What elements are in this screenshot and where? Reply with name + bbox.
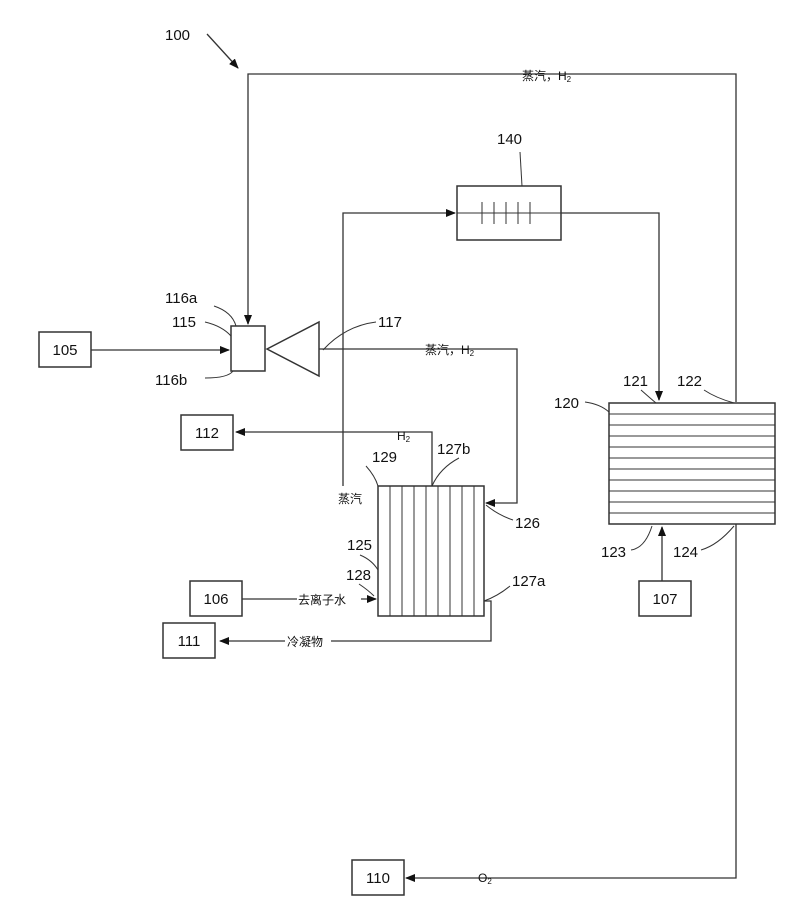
ref-120-leader — [585, 402, 609, 412]
heater-to-electrolyzer-line — [561, 213, 659, 400]
ref-128-leader — [359, 584, 374, 596]
ref-127a: 127a — [512, 573, 546, 590]
ref-117-leader — [323, 322, 376, 350]
ref-126: 126 — [515, 515, 540, 532]
node-112-label: 112 — [195, 425, 219, 442]
ref-116a-leader — [214, 306, 236, 326]
node-106-label: 106 — [203, 591, 228, 608]
heat-exchanger-125 — [378, 486, 484, 616]
figure-ref-arrow — [207, 34, 238, 68]
ref-117: 117 — [378, 314, 402, 331]
condensate-label: 冷凝物 — [287, 634, 323, 649]
deionized-water-label: 去离子水 — [298, 592, 346, 607]
electrolyzer-120 — [609, 403, 775, 524]
steam-h2-return-line — [319, 349, 517, 503]
ref-127a-leader — [484, 586, 510, 601]
ref-124-leader — [701, 526, 734, 550]
node-107-label: 107 — [652, 591, 677, 608]
ref-120: 120 — [554, 395, 579, 412]
ref-122: 122 — [677, 373, 702, 390]
node-105-label: 105 — [52, 342, 77, 359]
ref-116a: 116a — [165, 290, 198, 307]
steam-label: 蒸汽 — [338, 491, 362, 506]
ref-126-leader — [486, 505, 513, 520]
ejector-return-label: 蒸汽，H2 — [425, 342, 475, 358]
h2-out-label: H2 — [397, 429, 411, 444]
ref-140: 140 — [497, 131, 522, 148]
ref-121-leader — [641, 390, 656, 403]
figure-ref-label: 100 — [165, 27, 190, 44]
ref-123-leader — [631, 526, 652, 550]
ref-129-leader — [366, 466, 378, 486]
ref-123: 123 — [601, 544, 626, 561]
ref-121: 121 — [623, 373, 648, 390]
ejector-117 — [267, 322, 319, 376]
node-110-label: 110 — [366, 870, 390, 887]
ref-127b: 127b — [437, 441, 470, 458]
ref-140-leader — [520, 152, 522, 186]
ref-116b: 116b — [155, 372, 187, 389]
ref-128: 128 — [346, 567, 371, 584]
node-111-label: 111 — [178, 633, 201, 650]
top-recycle-label: 蒸汽，H2 — [522, 68, 572, 84]
ref-127b-leader — [432, 458, 459, 486]
ref-115: 115 — [172, 314, 196, 331]
ref-115-leader — [205, 322, 231, 336]
ref-129: 129 — [372, 449, 397, 466]
ref-124: 124 — [673, 544, 698, 561]
ref-122-leader — [704, 390, 734, 403]
mixer-115 — [231, 326, 265, 371]
ref-125: 125 — [347, 537, 372, 554]
oxygen-label: O2 — [478, 871, 492, 886]
ref-116b-leader — [205, 371, 233, 378]
